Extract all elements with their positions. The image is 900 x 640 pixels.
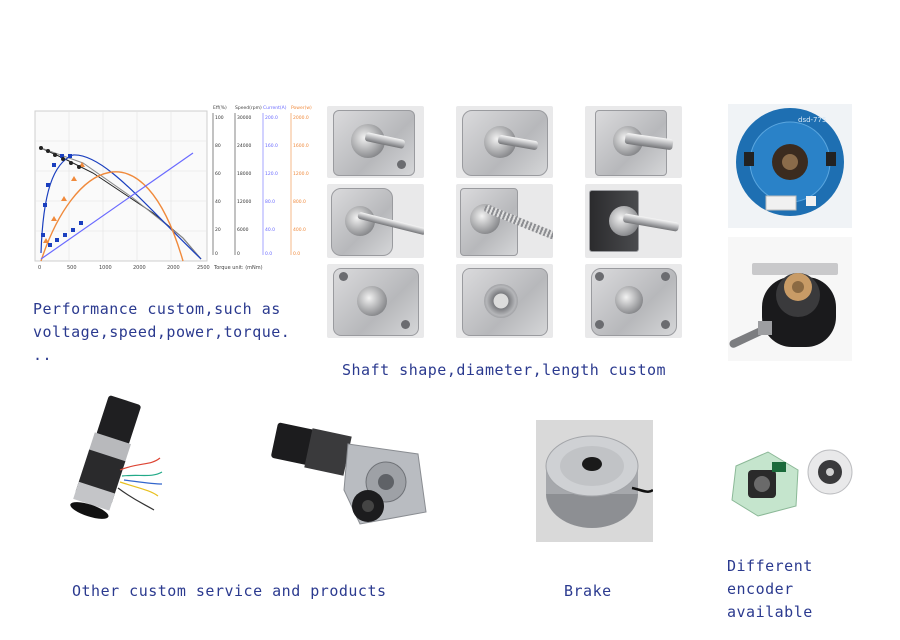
shaft-photo [456, 184, 553, 258]
small-encoder-photo [728, 440, 858, 526]
encoder-board-photo: dsd-775 [728, 104, 852, 228]
x-tick: 500 [67, 265, 77, 271]
hollow-encoder-photo [728, 237, 852, 361]
current-tick: 80.0 [265, 199, 275, 205]
shaft-photo [456, 106, 553, 178]
hollow-shaft-encoder-icon [729, 263, 838, 348]
small-encoder-icon [731, 449, 853, 517]
performance-chart-svg: 0 500 1000 2000 2000 2500 Torque unit: (… [34, 105, 312, 271]
speed-tick: 18000 [237, 171, 251, 177]
eff-tick: 60 [215, 171, 221, 177]
column-header-eff: Eff(%) [213, 105, 227, 111]
efficiency-curve [40, 154, 202, 260]
speed-tick: 30000 [237, 115, 251, 121]
x-unit: Torque unit: (mNm) [213, 265, 263, 271]
brake-caption: Brake [564, 582, 612, 600]
power-tick: 1200.0 [293, 171, 309, 177]
speed-markers [39, 146, 81, 169]
shaft-photo [585, 106, 682, 178]
encoder-board-label: dsd-775 [798, 116, 826, 124]
brake-photo [536, 420, 653, 542]
current-curve [40, 152, 194, 260]
power-tick: 800.0 [293, 199, 306, 205]
speed-tick: 24000 [237, 143, 251, 149]
speed-tick: 12000 [237, 199, 251, 205]
efficiency-markers [41, 154, 83, 247]
eff-tick: 20 [215, 227, 221, 233]
brake-icon [545, 435, 653, 528]
power-tick: 0.0 [293, 251, 300, 257]
shaft-caption: Shaft shape,diameter,length custom [342, 361, 667, 379]
power-curve [40, 171, 184, 262]
performance-caption: Performance custom,such as voltage,speed… [33, 300, 291, 364]
current-tick: 200.0 [265, 115, 278, 121]
eff-tick: 40 [215, 199, 221, 205]
shaft-photo [585, 264, 682, 338]
current-tick: 120.0 [265, 171, 278, 177]
shaft-photo [327, 106, 424, 178]
encoder-caption: Different encoder available [727, 557, 813, 621]
planetary-gear-motor-icon [70, 395, 163, 519]
x-tick: 1000 [99, 265, 112, 271]
worm-gear-motor-icon [271, 422, 427, 525]
power-tick: 1600.0 [293, 143, 309, 149]
speed-tick: 6000 [237, 227, 249, 233]
shaft-photo [456, 264, 553, 338]
x-tick: 2000 [167, 265, 180, 271]
other-caption: Other custom service and products [72, 582, 387, 600]
shaft-photo [585, 184, 682, 258]
power-tick: 2000.0 [293, 115, 309, 121]
eff-tick: 0 [215, 251, 218, 257]
power-tick: 400.0 [293, 227, 306, 233]
eff-tick: 100 [215, 115, 224, 121]
encoder-board-icon: dsd-775 [736, 108, 844, 216]
performance-chart: 0 500 1000 2000 2000 2500 Torque unit: (… [33, 103, 323, 281]
column-header-power: Power(w) [291, 105, 312, 111]
eff-tick: 80 [215, 143, 221, 149]
planetary-gear-motor-photo [40, 392, 164, 530]
speed-tick: 0 [237, 251, 240, 257]
shaft-photo [327, 264, 424, 338]
column-header-speed: Speed(rpm) [235, 105, 262, 111]
current-tick: 160.0 [265, 143, 278, 149]
current-tick: 40.0 [265, 227, 275, 233]
shaft-photo [327, 184, 424, 258]
current-tick: 0.0 [265, 251, 272, 257]
worm-gear-motor-photo [268, 420, 436, 530]
x-tick: 2500 [197, 265, 210, 271]
x-tick: 0 [38, 265, 41, 271]
column-header-current: Current(A) [263, 105, 287, 111]
x-tick: 2000 [133, 265, 146, 271]
